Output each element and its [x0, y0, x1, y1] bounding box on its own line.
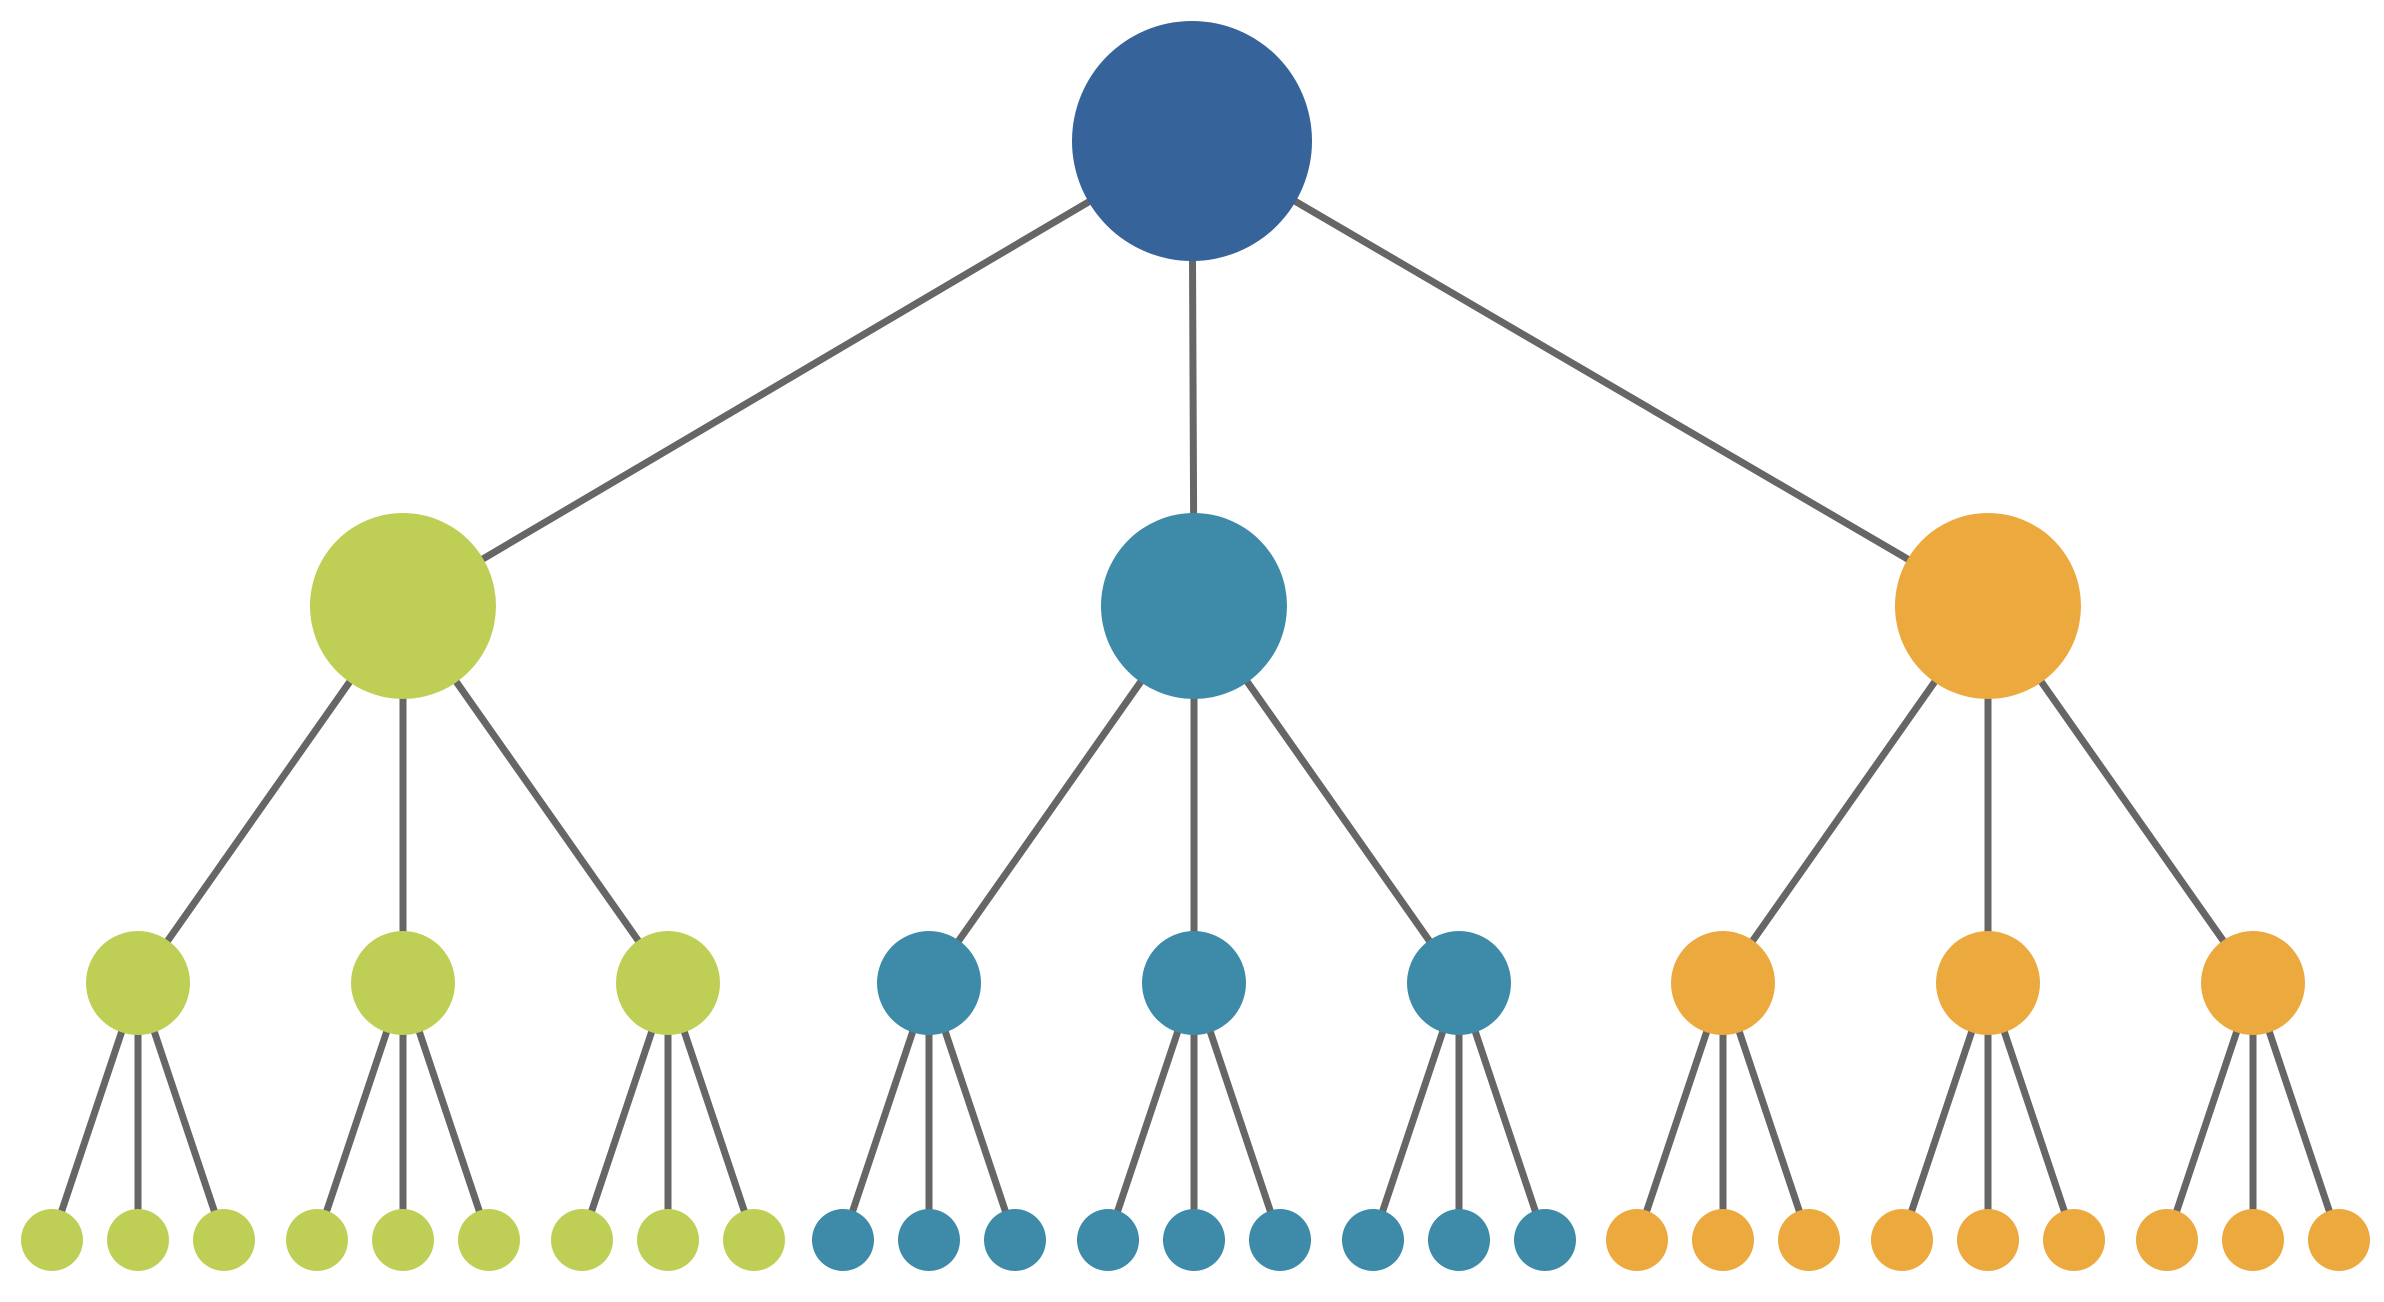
leaf-node-2-3-3: [1514, 1209, 1576, 1271]
leaf-node-2-2-1: [1077, 1209, 1139, 1271]
leaf-node-1-3-2: [637, 1209, 699, 1271]
leaf-node-2-1-1: [812, 1209, 874, 1271]
leaf-node-2-3-2: [1428, 1209, 1490, 1271]
leaf-node-2-1-3: [984, 1209, 1046, 1271]
leaf-node-3-1-1: [1606, 1209, 1668, 1271]
leaf-node-1-1-2: [107, 1209, 169, 1271]
leaf-node-1-1-3: [193, 1209, 255, 1271]
leaf-node-2-2-3: [1249, 1209, 1311, 1271]
leaf-node-3-3-2: [2222, 1209, 2284, 1271]
root-node: [1072, 21, 1312, 261]
tree-nodes: [21, 21, 2370, 1271]
edge-root-to-branch-1: [399, 137, 1196, 610]
edge-root-to-branch-3: [1188, 137, 1992, 610]
leaf-node-1-2-2: [372, 1209, 434, 1271]
child-node-1-3: [616, 931, 720, 1035]
leaf-node-3-3-3: [2308, 1209, 2370, 1271]
child-node-2-2: [1142, 931, 1246, 1035]
branch-node-2: [1101, 513, 1287, 699]
child-node-3-2: [1936, 931, 2040, 1035]
branch-node-1: [310, 513, 496, 699]
child-node-2-3: [1407, 931, 1511, 1035]
leaf-node-2-2-2: [1163, 1209, 1225, 1271]
leaf-node-3-1-3: [1778, 1209, 1840, 1271]
child-node-3-3: [2201, 931, 2305, 1035]
leaf-node-3-3-1: [2136, 1209, 2198, 1271]
leaf-node-3-2-1: [1871, 1209, 1933, 1271]
child-node-1-2: [351, 931, 455, 1035]
leaf-node-1-2-1: [286, 1209, 348, 1271]
leaf-node-1-1-1: [21, 1209, 83, 1271]
leaf-node-1-3-3: [723, 1209, 785, 1271]
leaf-node-1-2-3: [458, 1209, 520, 1271]
leaf-node-3-2-2: [1957, 1209, 2019, 1271]
leaf-node-1-3-1: [551, 1209, 613, 1271]
child-node-1-1: [86, 931, 190, 1035]
leaf-node-2-3-1: [1342, 1209, 1404, 1271]
child-node-3-1: [1671, 931, 1775, 1035]
leaf-node-2-1-2: [898, 1209, 960, 1271]
branch-node-3: [1895, 513, 2081, 699]
child-node-2-1: [877, 931, 981, 1035]
leaf-node-3-2-3: [2043, 1209, 2105, 1271]
leaf-node-3-1-2: [1692, 1209, 1754, 1271]
